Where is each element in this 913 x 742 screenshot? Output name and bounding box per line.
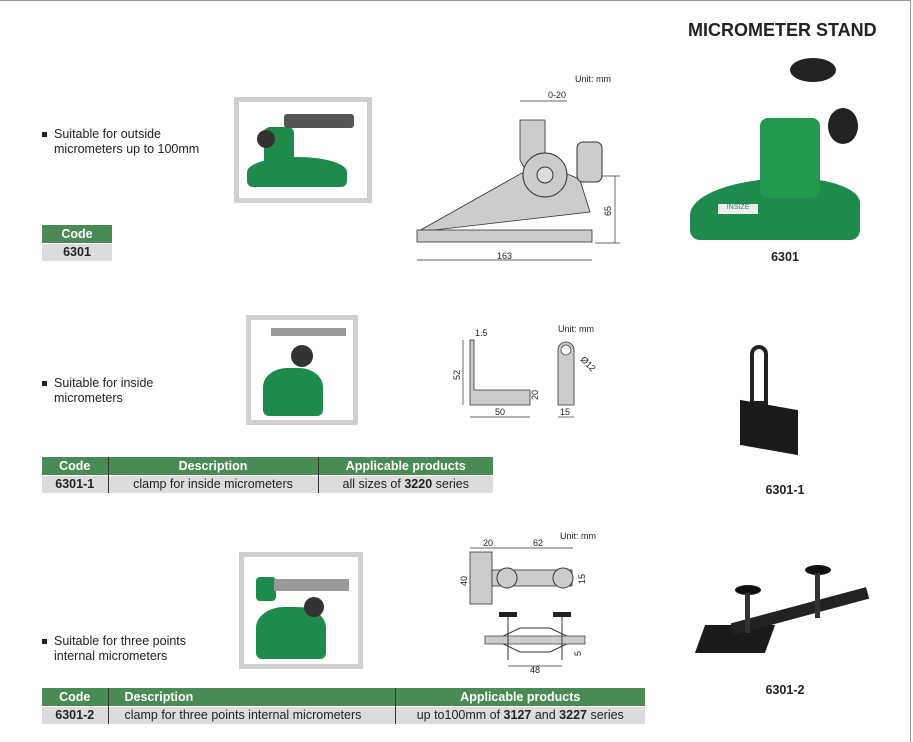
dimension-drawing-6301-2: Unit: mm 20 62 40 15 48 5: [459, 531, 596, 673]
text: series: [432, 477, 469, 492]
bullet-line: Suitable for three points: [54, 634, 187, 648]
cell-code: 6301-2: [42, 705, 108, 724]
dimension-drawing-6301: Unit: mm 0-20 65 163: [416, 74, 620, 261]
table-row: 6301-2 clamp for three points internal m…: [42, 705, 645, 724]
product-image-6301-1: [740, 345, 800, 460]
dim-a: 20: [483, 538, 493, 548]
dim-gap: 0-20: [548, 90, 566, 100]
dim-width: 48: [530, 665, 540, 673]
cell-code: 6301-1: [42, 474, 108, 493]
top-border: [0, 0, 911, 1]
dim-length: 163: [497, 251, 512, 261]
unit-label: Unit: mm: [558, 324, 594, 334]
bullet-line: micrometers: [54, 391, 123, 405]
product-image-6301: INSIZE: [690, 58, 870, 248]
usage-photo-6301-2: [239, 552, 363, 669]
cell-description: clamp for three points internal micromet…: [107, 705, 395, 724]
table-row: 6301-1 clamp for inside micrometers all …: [42, 474, 493, 493]
dim-height: 52: [452, 370, 462, 380]
dim-height-2: 20: [530, 390, 540, 400]
table-row: 6301: [42, 242, 112, 261]
series-number: 3227: [559, 708, 587, 723]
right-border: [910, 0, 911, 742]
header-code: Code: [42, 225, 112, 243]
series-number: 3220: [404, 477, 433, 492]
header-applicable-products: Applicable products: [394, 688, 645, 706]
dim-thickness: 5: [573, 651, 583, 656]
unit-label: Unit: mm: [575, 74, 611, 84]
code-table-6301: Code 6301: [42, 225, 112, 261]
header-description: Description: [107, 457, 318, 475]
usage-photo-6301: [234, 97, 372, 203]
bullet-line: Suitable for outside: [54, 127, 162, 141]
text: and: [531, 708, 560, 723]
dimension-drawing-6301-1: Unit: mm 1.5 52 20 50 Ø12 15: [452, 324, 598, 418]
bullet-line: Suitable for inside: [54, 376, 154, 390]
usage-photo-6301-1: [246, 315, 358, 425]
dim-diameter: 15: [577, 574, 587, 584]
cell-description: clamp for inside micrometers: [107, 474, 318, 493]
feature-bullet-6301: Suitable for outside micrometers up to 1…: [42, 127, 199, 157]
product-label-6301-2: 6301-2: [765, 683, 805, 697]
cell-code: 6301: [42, 242, 112, 261]
bullet-line: internal micrometers: [54, 649, 168, 663]
dim-width-2: 15: [560, 407, 570, 417]
dim-height: 40: [459, 576, 469, 586]
text: up to100mm of: [416, 708, 504, 723]
product-label-6301: 6301: [771, 250, 799, 264]
text: all sizes of: [342, 477, 405, 492]
header-applicable-products: Applicable products: [317, 457, 493, 475]
header-code: Code: [42, 688, 108, 706]
dim-thickness: 1.5: [475, 328, 488, 338]
dim-height: 65: [603, 206, 613, 216]
dim-diameter: Ø12: [579, 354, 598, 373]
product-image-6301-2: [690, 565, 880, 670]
dim-b: 62: [533, 538, 543, 548]
dim-width: 50: [495, 407, 505, 417]
bullet-line: micrometers up to 100mm: [54, 142, 200, 156]
feature-bullet-6301-1: Suitable for inside micrometers: [42, 376, 153, 406]
text: series: [586, 708, 624, 723]
header-description: Description: [107, 688, 395, 706]
series-number: 3127: [503, 708, 532, 723]
header-code: Code: [42, 457, 108, 475]
cell-applicable-products: all sizes of 3220 series: [317, 474, 493, 493]
page-title: MICROMETER STAND: [688, 20, 877, 40]
feature-bullet-6301-2: Suitable for three points internal micro…: [42, 634, 186, 664]
unit-label: Unit: mm: [560, 531, 596, 541]
cell-applicable-products: up to100mm of 3127 and 3227 series: [394, 705, 645, 724]
product-label-6301-1: 6301-1: [765, 483, 805, 497]
